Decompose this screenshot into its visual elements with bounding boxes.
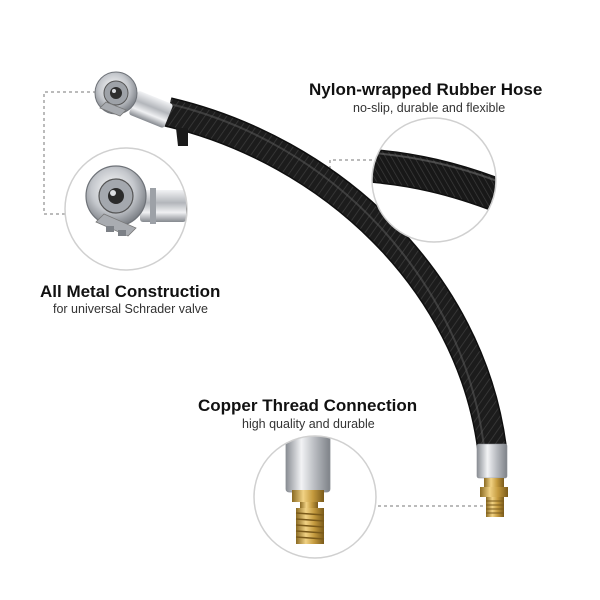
air-hose — [164, 97, 507, 450]
thread-connector-fitting — [476, 443, 508, 517]
copper-feature-title: Copper Thread Connection — [198, 396, 418, 415]
hose-feature-subtitle: no-slip, durable and flexible — [353, 101, 506, 115]
metal-feature-title: All Metal Construction — [40, 282, 221, 301]
brass-zoom-circle — [253, 435, 377, 559]
metal-feature-subtitle: for universal Schrader valve — [53, 302, 208, 316]
copper-feature-subtitle: high quality and durable — [242, 417, 375, 431]
chuck-zoom-circle — [64, 147, 188, 271]
hose-feature-title: Nylon-wrapped Rubber Hose — [309, 80, 543, 99]
hose-zoom-circle — [371, 117, 497, 243]
air-chuck-fitting — [94, 71, 173, 128]
